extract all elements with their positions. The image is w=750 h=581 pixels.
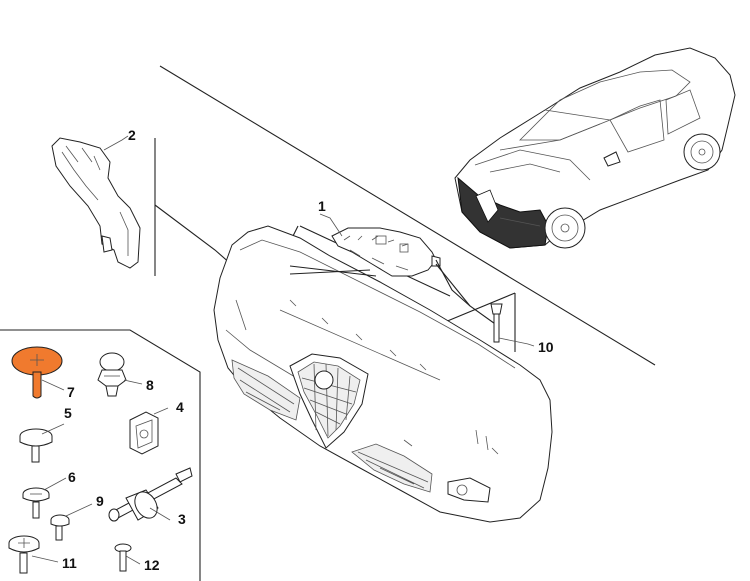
callout-7: 7 (67, 384, 75, 400)
part-3-pin (108, 467, 193, 522)
callout-2: 2 (128, 127, 136, 143)
callout-4: 4 (176, 399, 184, 415)
part-4-clip-nut (129, 407, 169, 455)
callout-5: 5 (64, 405, 72, 421)
callout-labels: 1 2 3 4 5 6 7 8 9 10 11 12 (62, 127, 554, 573)
front-bumper (213, 225, 553, 523)
callout-6: 6 (68, 469, 76, 485)
part-11-screw (8, 535, 59, 574)
callout-1: 1 (318, 198, 326, 214)
part-7-highlighted-push-pin (11, 346, 65, 399)
part-5-screw (19, 423, 65, 463)
callout-3: 3 (178, 511, 186, 527)
car-illustration (454, 47, 736, 249)
part-1-bracket (289, 213, 499, 327)
callout-12: 12 (144, 557, 160, 573)
part-12-screw (114, 543, 141, 572)
small-parts-panel (0, 329, 201, 581)
part-9-screw (50, 503, 93, 541)
callout-11: 11 (62, 555, 77, 571)
callout-8: 8 (146, 377, 154, 393)
part-10-rivet (490, 303, 535, 347)
part-8-clip (97, 352, 143, 397)
part-2-bracket (51, 135, 141, 269)
callout-9: 9 (96, 493, 104, 509)
callout-10: 10 (538, 339, 554, 355)
part-6-screw (22, 477, 67, 519)
